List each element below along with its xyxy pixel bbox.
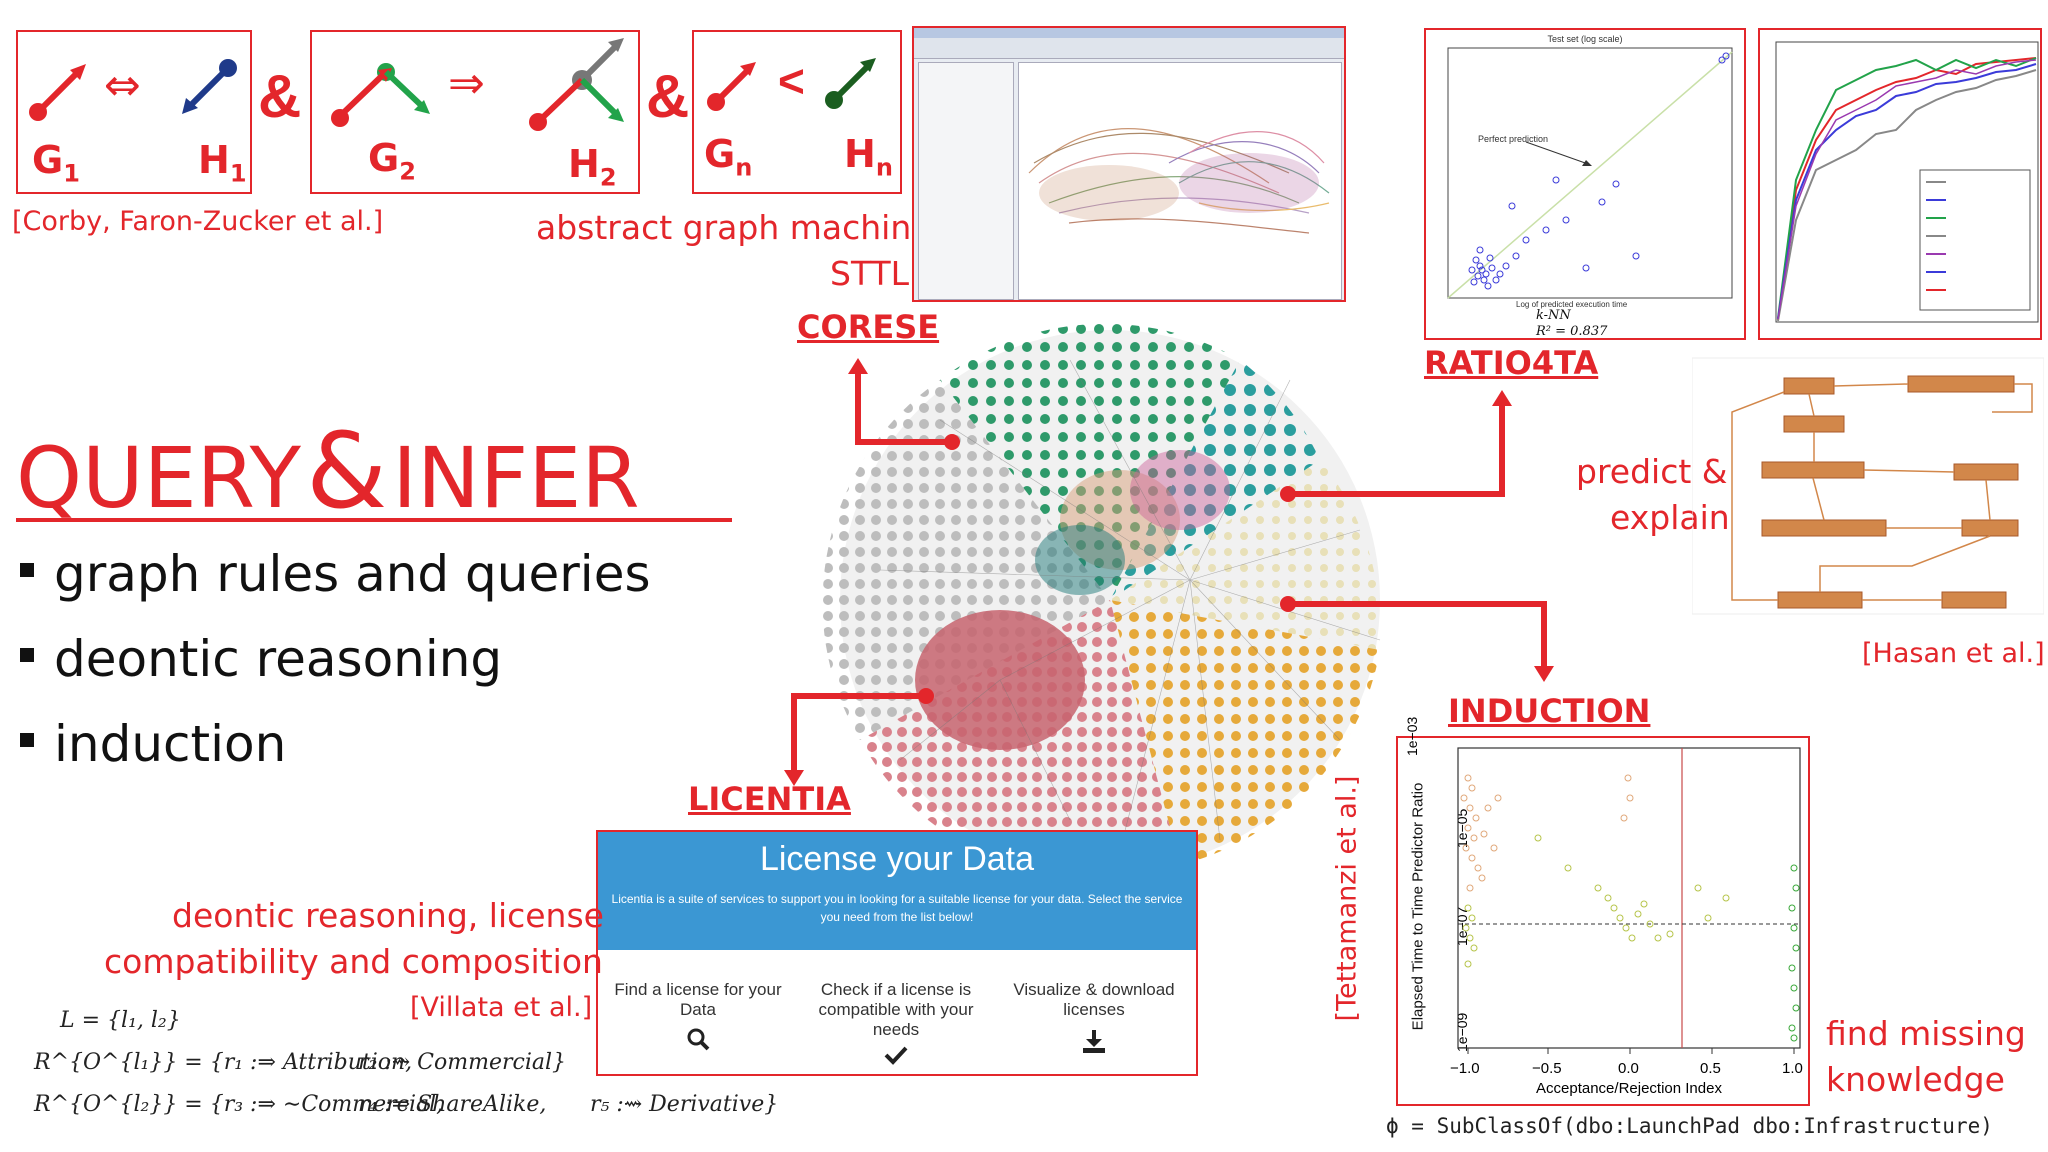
graph-gn-label: Gn [704, 132, 753, 182]
node-role [1941, 591, 2007, 609]
licentia-header-band: License your Data Licentia is a suite of… [598, 832, 1196, 950]
equivalence-arrows-icon [29, 59, 237, 121]
find-license-label: Find a license for your Data [614, 980, 782, 1019]
graph-equivalence-box: ⇔ G1 H1 [16, 30, 252, 194]
licentia-header: License your Data [759, 840, 1035, 878]
induction-label: INDUCTION [1448, 692, 1651, 730]
side-panel [918, 62, 1014, 300]
knowledge-label: knowledge [1826, 1060, 2005, 1099]
knn-scatter [1447, 47, 1733, 299]
deontic-label-2: compatibility and composition [104, 942, 603, 981]
knowledge-graph-network [822, 323, 1381, 879]
check-compatibility-service[interactable]: Check if a license is compatible with yo… [804, 980, 988, 1071]
formula-r2: r₂ :⇝ Commercial} [358, 1050, 567, 1075]
check-icon [884, 1046, 908, 1065]
graph-h2-label: H2 [568, 142, 617, 192]
formula-r4: r₄ :⇒ ShareAlike, [358, 1092, 547, 1117]
node-data-derivation [1777, 591, 1863, 609]
ampersand-2: & [646, 63, 690, 130]
search-icon [687, 1028, 710, 1051]
node-software-application [1761, 519, 1887, 537]
node-justification [1907, 375, 2015, 393]
accuracy-line-plot [1758, 28, 2042, 340]
xtick-5: 1.0 [1782, 1060, 1803, 1077]
formula-r3: R^{O^{l₂}} = {r₃ :⇒ ∼Commercial, [34, 1092, 444, 1117]
xtick-1: −1.0 [1450, 1060, 1480, 1077]
knn-label: k-NN [1536, 308, 1571, 323]
page-title: QUERY & INFER [16, 410, 640, 532]
bullet-item: graph rules and queries [20, 545, 651, 603]
licentia-description: Licentia is a suite of services to suppo… [611, 892, 1183, 924]
xtick-2: −0.5 [1532, 1060, 1562, 1077]
formula-r5: r₅ :⇝ Derivative} [590, 1092, 779, 1117]
equivalence-operator: ⇔ [104, 60, 141, 111]
graph-rule-box: ⇒ G2 H2 [310, 30, 640, 194]
toolbar [914, 38, 1344, 59]
graph-order-box: < Gn Hn [692, 30, 902, 194]
node-reasoning-process [1761, 461, 1865, 479]
find-license-service[interactable]: Find a license for your Data [608, 980, 788, 1057]
axiom-formula: ϕ = SubClassOf(dbo:LaunchPad dbo:Infrast… [1386, 1114, 1993, 1138]
xtick-3: 0.0 [1618, 1060, 1639, 1077]
node-input-data [1783, 415, 1845, 433]
ampersand-1: & [258, 63, 302, 130]
r-squared-value: R² = 0.837 [1536, 324, 1608, 339]
predict-label: predict & [1576, 452, 1728, 491]
induction-scatter [1457, 747, 1801, 1054]
induction-scatter-plot: Elapsed Time to Time Predictor Ratio 1e−… [1396, 717, 1810, 1106]
deontic-label-1: deontic reasoning, license [172, 896, 604, 935]
visualize-download-service[interactable]: Visualize & download licenses [1002, 980, 1186, 1059]
hasan-citation: [Hasan et al.] [1862, 638, 2045, 669]
villata-citation: [Villata et al.] [410, 992, 593, 1023]
graph-canvas [1018, 62, 1342, 300]
induction-xlabel: Acceptance/Rejection Index [1536, 1080, 1722, 1097]
formula-r1: R^{O^{l₁}} = {r₁ :⇒ Attribution, [34, 1050, 413, 1075]
title-underline [16, 518, 732, 522]
bullet-item: induction [20, 715, 286, 773]
network-drawing [1028, 128, 1330, 234]
tettamanzi-citation: [Tettamanzi et al.] [1331, 775, 1363, 1022]
knn-plot-title: Test set (log scale) [1547, 34, 1623, 44]
ratio4ta-label: RATIO4TA [1424, 344, 1599, 382]
graph-g1-label: G1 [32, 138, 80, 188]
graph-hn-label: Hn [844, 132, 893, 182]
explain-label: explain [1610, 498, 1730, 537]
xtick-4: 0.5 [1700, 1060, 1721, 1077]
graph-g2-label: G2 [368, 136, 416, 186]
title-infer: INFER [392, 429, 640, 527]
node-result [1961, 519, 2019, 537]
licentia-panel: License your Data Licentia is a suite of… [596, 830, 1198, 1076]
less-than-operator: < [778, 55, 805, 107]
node-data [1783, 377, 1835, 395]
licentia-label: LICENTIA [688, 780, 851, 818]
title-ampersand: & [306, 410, 388, 532]
sttl-label: STTL [830, 254, 910, 293]
formula-license-set: L = {l₁, l₂} [60, 1008, 181, 1033]
perfect-prediction-annotation: Perfect prediction [1478, 134, 1549, 144]
corby-citation: [Corby, Faron-Zucker et al.] [12, 206, 384, 237]
gephi-screenshot [912, 26, 1346, 302]
order-arrows-icon [707, 58, 876, 111]
bullet-item: deontic reasoning [20, 630, 502, 688]
corese-label: CORESE [797, 308, 940, 346]
implication-operator: ⇒ [448, 58, 485, 109]
provenance-diagram [1692, 357, 2044, 615]
node-output-data [1953, 463, 2019, 481]
knn-scatter-plot: Test set (log scale) Perfect prediction … [1424, 28, 1746, 340]
visualize-download-label: Visualize & download licenses [1013, 980, 1175, 1019]
window-titlebar [914, 28, 1344, 38]
tettamanzi-citation-wrap: [Tettamanzi et al.] [1330, 776, 1363, 1022]
find-missing-label: find missing [1826, 1014, 2026, 1053]
check-compatibility-label: Check if a license is compatible with yo… [818, 980, 974, 1039]
knn-xlabel: Log of predicted execution time [1516, 300, 1628, 309]
download-icon [1083, 1030, 1105, 1053]
accuracy-lines [1775, 41, 2039, 323]
graph-h1-label: H1 [198, 138, 247, 188]
abstract-graph-machine-label: abstract graph machine [536, 208, 932, 247]
title-query: QUERY [16, 429, 301, 527]
rule-arrows-icon [331, 38, 624, 131]
